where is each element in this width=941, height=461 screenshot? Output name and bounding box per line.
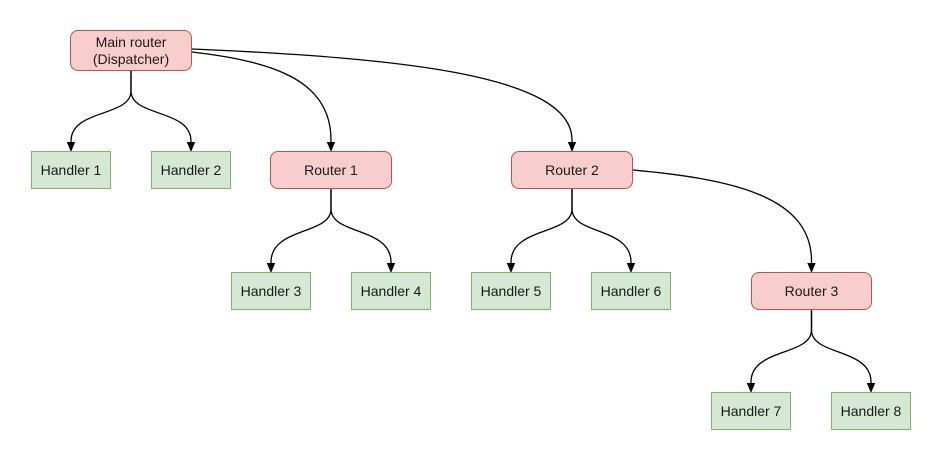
node-label: Handler 2 [160, 161, 222, 178]
node-main: Main router(Dispatcher) [70, 30, 192, 71]
node-label: Main router [95, 33, 167, 50]
node-label: Router 1 [304, 161, 358, 178]
edge-main-r1 [191, 51, 336, 152]
node-label: Handler 4 [360, 282, 422, 299]
node-label: Handler 5 [480, 282, 542, 299]
node-label: Handler 8 [840, 402, 902, 419]
node-h2: Handler 2 [151, 151, 231, 189]
node-label: Handler 1 [40, 161, 102, 178]
edge-main-h1 [66, 71, 132, 152]
edge-r1-h4 [330, 189, 396, 273]
node-h8: Handler 8 [831, 392, 911, 430]
node-label: Handler 6 [600, 282, 662, 299]
edge-main-r2 [191, 48, 577, 152]
edge-r2-r3 [632, 169, 816, 273]
node-h6: Handler 6 [591, 272, 671, 310]
node-h3: Handler 3 [231, 272, 311, 310]
node-r2: Router 2 [511, 151, 633, 189]
node-label: Router 2 [545, 161, 599, 178]
node-r1: Router 1 [270, 151, 392, 189]
node-label: (Dispatcher) [92, 50, 170, 67]
edge-main-h2 [130, 71, 196, 152]
node-h4: Handler 4 [351, 272, 431, 310]
node-label: Router 3 [784, 282, 839, 299]
edge-r2-h6 [571, 189, 636, 273]
edge-r1-h3 [266, 189, 332, 273]
edge-r3-h7 [746, 310, 813, 393]
node-h7: Handler 7 [711, 392, 791, 430]
node-label: Handler 3 [240, 282, 302, 299]
node-r3: Router 3 [751, 272, 872, 310]
node-h5: Handler 5 [471, 272, 551, 310]
edge-r3-h8 [810, 310, 876, 393]
node-label: Handler 7 [720, 402, 782, 419]
edge-r2-h5 [506, 189, 573, 273]
node-h1: Handler 1 [31, 151, 111, 189]
